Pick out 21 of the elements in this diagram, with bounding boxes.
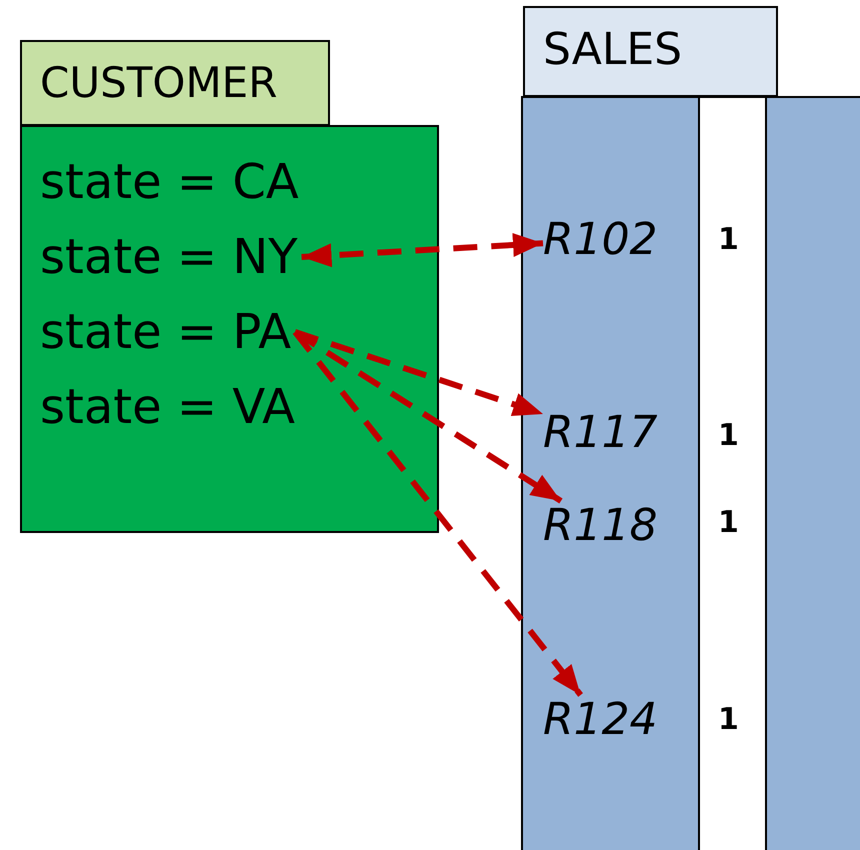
table-header: SALES [523,6,778,97]
bitmap-value: 1 [718,705,739,739]
row-id: R118 [543,501,658,551]
condition-text: state = NY [40,230,298,284]
bitmap-value: 1 [718,508,739,542]
table-column [521,96,700,850]
dashed-arrow [294,329,544,417]
dashed-arrow [301,232,544,268]
condition-text: state = VA [40,380,295,434]
dashed-arrow [293,329,563,504]
row-id: R124 [543,695,658,745]
bitmap-value: 1 [718,421,739,455]
condition-text: state = CA [40,155,299,209]
condition-text: state = PA [40,305,292,359]
row-id: R102 [543,215,658,265]
dashed-arrow [292,330,583,697]
table-header: CUSTOMER [20,40,330,126]
table-column [765,96,860,850]
table-body [20,125,439,533]
bitmap-value: 1 [718,225,739,259]
row-id: R117 [543,408,658,458]
